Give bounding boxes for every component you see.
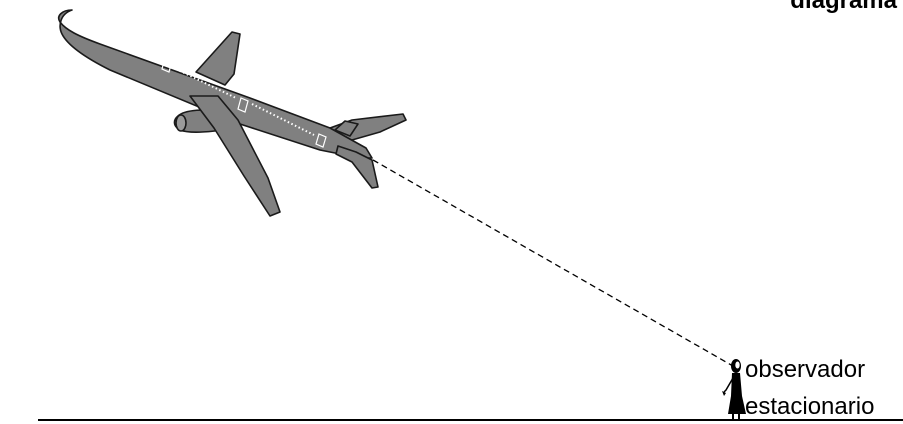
observer-arm [723,377,734,393]
airplane-far-wing [195,31,241,86]
airplane-stabilizer-lower [335,145,379,189]
observer-label-line1: observador [745,356,866,383]
door-outline-4 [315,133,327,148]
observer-hand [722,391,726,396]
airplane-tail-fin [334,120,359,137]
door-outline-2 [161,57,173,73]
observer-person-icon [722,359,746,420]
door-outline-1 [92,23,104,39]
diagram-title: diagrama [790,0,897,14]
cockpit-window [69,13,83,27]
door-outline-3 [237,97,249,113]
window-row-1 [107,38,163,64]
line-of-sight [372,159,734,367]
observer-body [728,373,746,414]
observer-face [735,361,740,369]
airplane-engine-intake [175,114,187,132]
airplane-icon [57,9,407,217]
airplane-fuselage [57,9,373,159]
window-row-2 [175,68,237,99]
airplane-near-wing [189,95,281,217]
observer-label-line2: estacionario [745,393,875,420]
airplane-details [69,13,327,148]
